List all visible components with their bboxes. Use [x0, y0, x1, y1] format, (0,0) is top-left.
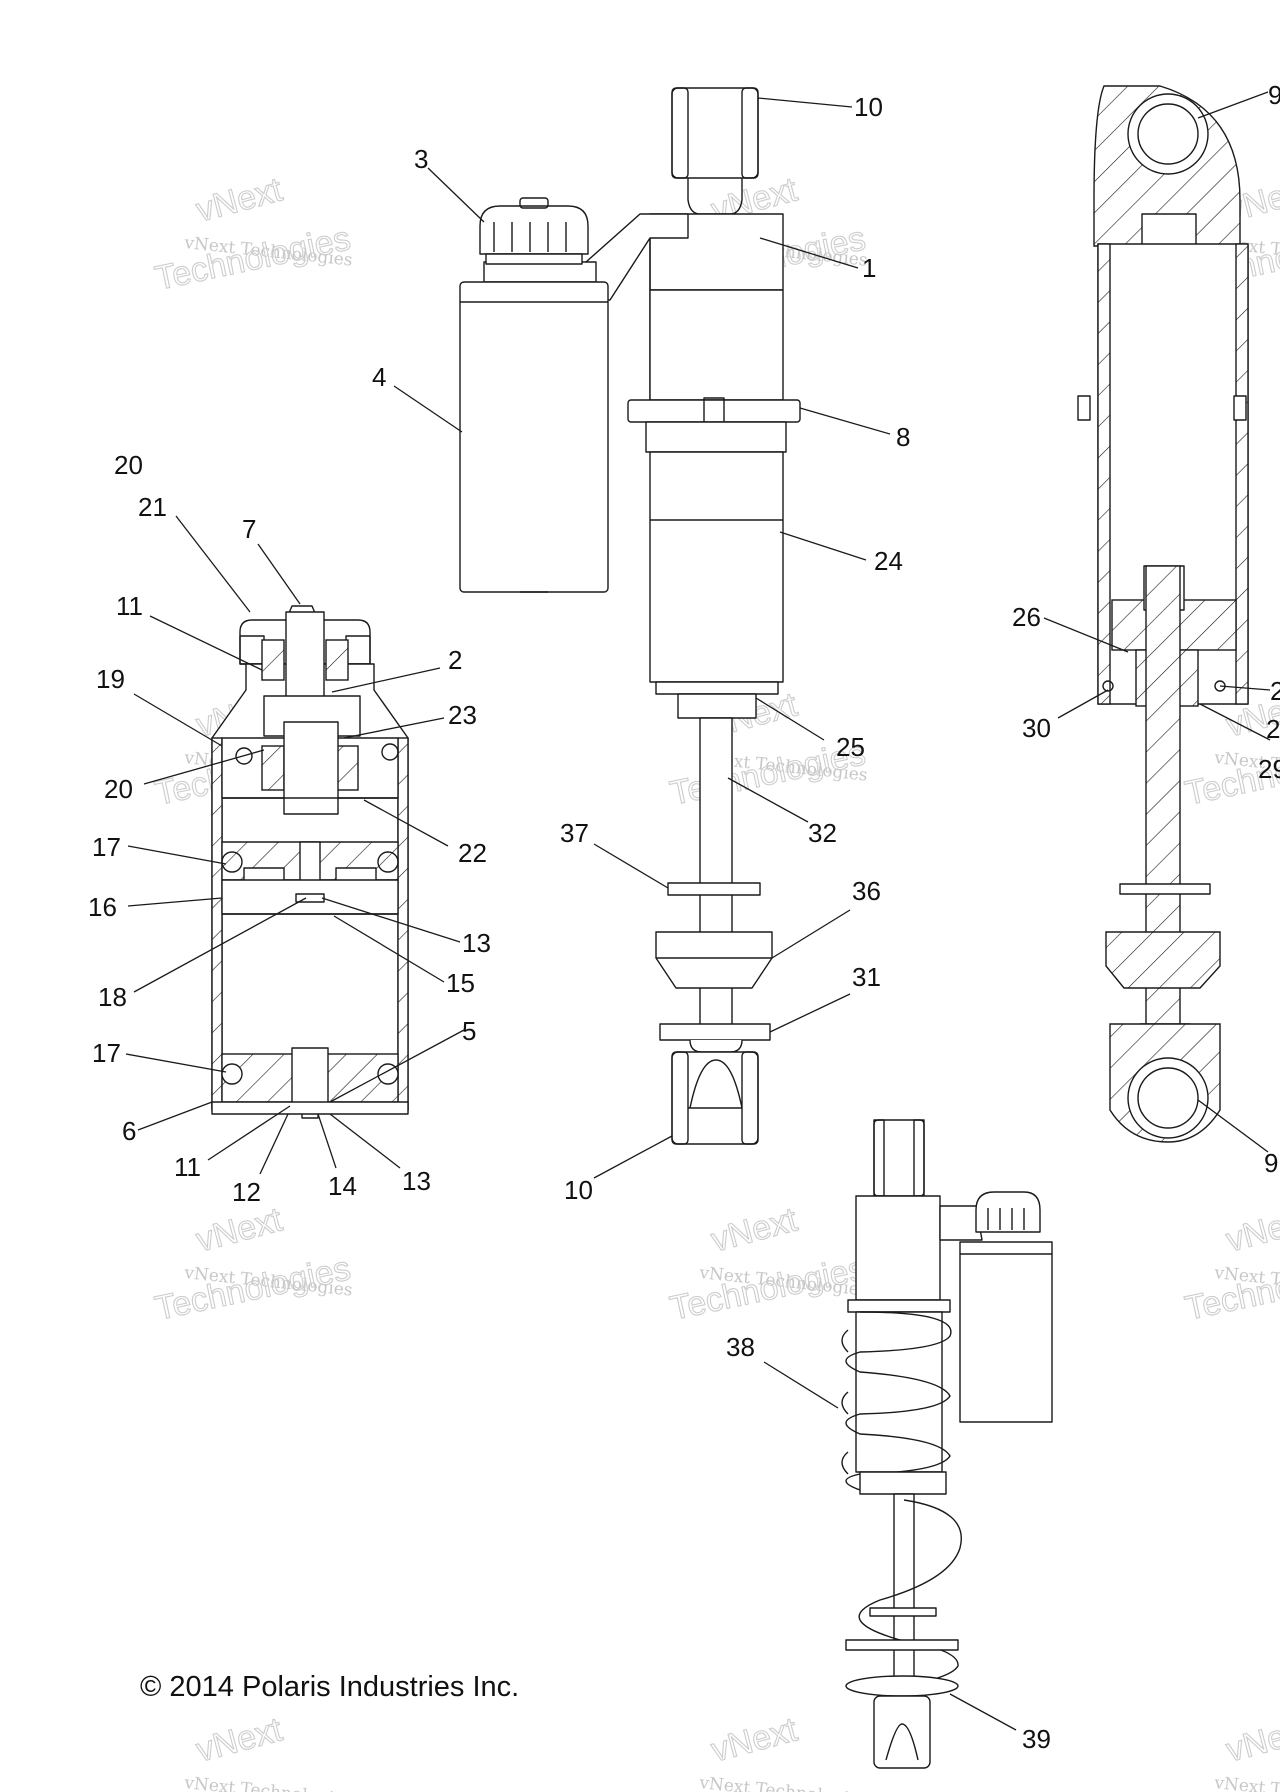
jounce-bumper [655, 931, 773, 989]
callout-2: 2 [448, 645, 462, 675]
copyright-notice: © 2014 Polaris Industries Inc. [140, 1671, 519, 1703]
svg-text:vNext: vNext [707, 1200, 801, 1259]
callout-13-top: 13 [462, 928, 491, 958]
watermark: vNext vNext Technologies [182, 1710, 353, 1792]
svg-text:vNext: vNext [1222, 1200, 1280, 1259]
callout-right-b: 2 [1266, 714, 1280, 744]
callout-6: 6 [122, 1116, 136, 1146]
callout-12: 12 [232, 1177, 261, 1207]
callout-13-bottom: 13 [402, 1166, 431, 1196]
watermark: vNext vNext Technologies [697, 1710, 868, 1792]
callout-32: 32 [808, 818, 837, 848]
callout-25: 25 [836, 732, 865, 762]
reservoir-cap [479, 197, 589, 265]
callout-right-a: 2 [1270, 676, 1280, 706]
callout-7: 7 [242, 514, 256, 544]
callout-31: 31 [852, 962, 881, 992]
svg-text:vNext: vNext [707, 1710, 801, 1769]
top-eyelet [671, 87, 759, 215]
svg-text:vNext Technologies: vNext Technologies [1212, 1773, 1280, 1792]
callout-8: 8 [896, 422, 910, 452]
svg-text:Technologies: Technologies [152, 219, 354, 297]
callout-1: 1 [862, 253, 876, 283]
callout-26: 26 [1012, 602, 1041, 632]
callout-10-bottom: 10 [564, 1175, 593, 1205]
center-shock-assembly [459, 87, 801, 1145]
callout-16: 16 [88, 892, 117, 922]
callout-37: 37 [560, 818, 589, 848]
leader-lines [125, 91, 1271, 1731]
callout-24: 24 [874, 546, 903, 576]
svg-text:vNext Technologies: vNext Technologies [697, 1773, 868, 1792]
callout-20-top: 20 [114, 450, 143, 480]
callout-17-top: 17 [92, 832, 121, 862]
callout-labels: 1 2 3 4 5 6 7 8 9 9 10 10 11 11 12 13 13… [88, 80, 1280, 1754]
reservoir [459, 261, 609, 593]
callout-39: 39 [1022, 1724, 1051, 1754]
svg-text:vNext Technologies: vNext Technologies [182, 1773, 353, 1792]
callout-9-top: 9 [1268, 80, 1280, 110]
shock-main-body [627, 289, 801, 719]
bottom-eyelet [671, 1039, 759, 1145]
callout-36: 36 [852, 876, 881, 906]
callout-9-bottom: 9 [1264, 1148, 1278, 1178]
watermark: vNext vNext Technologies Technologies [1181, 1200, 1280, 1329]
callout-4: 4 [372, 362, 386, 392]
callout-21: 21 [138, 492, 167, 522]
callout-23: 23 [448, 700, 477, 730]
callout-11-bottom: 11 [174, 1152, 201, 1182]
svg-text:vNext: vNext [192, 170, 286, 229]
washer [667, 882, 761, 896]
callout-3: 3 [414, 144, 428, 174]
svg-text:Technologies: Technologies [1182, 1249, 1280, 1327]
callout-38: 38 [726, 1332, 755, 1362]
callout-22: 22 [458, 838, 487, 868]
bumper-cup [659, 1023, 771, 1041]
watermark: vNext vNext Technologies Technologies [151, 1200, 354, 1329]
shock-section-view [1077, 85, 1249, 1143]
svg-text:vNext: vNext [1222, 1710, 1280, 1769]
watermark: vNext vNext Technologies [1212, 1710, 1280, 1792]
callout-right-c: 29 [1258, 754, 1280, 784]
coilover-shock-assembly [841, 1119, 1053, 1769]
svg-text:vNext: vNext [192, 1710, 286, 1769]
callout-30: 30 [1022, 713, 1051, 743]
callout-18: 18 [98, 982, 127, 1012]
callout-15: 15 [446, 968, 475, 998]
callout-11-top: 11 [116, 591, 143, 621]
coil-spring [841, 1311, 952, 1493]
callout-19: 19 [96, 664, 125, 694]
svg-text:Technologies: Technologies [152, 1249, 354, 1327]
watermark: vNext vNext Technologies Technologies [666, 1200, 869, 1329]
watermark: vNext vNext Technologies Technologies [151, 170, 354, 299]
callout-10-top: 10 [854, 92, 883, 122]
svg-text:vNext: vNext [192, 1200, 286, 1259]
svg-text:Technologies: Technologies [667, 1249, 869, 1327]
callout-14: 14 [328, 1171, 357, 1201]
reservoir-cross-section [211, 605, 409, 1119]
callout-20-bottom: 20 [104, 774, 133, 804]
callout-5: 5 [462, 1016, 476, 1046]
callout-17-bottom: 17 [92, 1038, 121, 1068]
